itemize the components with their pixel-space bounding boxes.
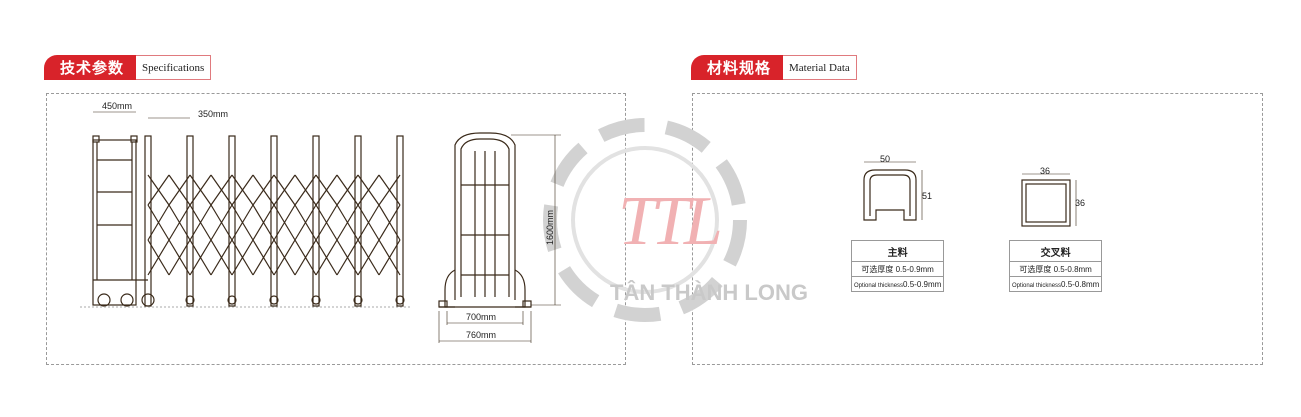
scissor-member	[168, 204, 191, 241]
main-profile-name: 主料	[850, 240, 945, 262]
scissor-member	[336, 174, 359, 206]
scissor-member	[147, 204, 170, 241]
watermark-company-name: TÂN THÀNH LONG	[610, 280, 808, 305]
scissor-member	[357, 174, 380, 206]
scissor-member	[378, 174, 401, 206]
cross-profile-width: 36	[1040, 166, 1051, 176]
dim-700mm: 700mm	[466, 312, 497, 322]
main-profile-thickness-cn: 可选厚度 0.5-0.9mm	[850, 261, 945, 277]
scissor-member	[294, 204, 317, 241]
gate-side-view-drawing	[438, 132, 561, 343]
gate-post	[396, 135, 404, 307]
scissor-member	[336, 204, 359, 241]
gate-wheel	[269, 295, 279, 305]
gate-wheel	[311, 295, 321, 305]
scissor-member	[189, 239, 212, 276]
scissor-member	[210, 239, 233, 276]
scissor-member	[294, 174, 317, 206]
gate-post	[270, 135, 278, 307]
specifications-title-en: Specifications	[136, 55, 212, 80]
scissor-member	[231, 174, 254, 206]
scissor-member	[231, 239, 254, 276]
dim-450mm: 450mm	[102, 101, 133, 111]
gate-wheel	[185, 295, 195, 305]
scissor-member	[273, 174, 296, 206]
scissor-member	[294, 239, 317, 276]
scissor-member	[210, 174, 233, 206]
main-profile-thickness-en: Optional thickness0.5-0.9mm	[850, 276, 945, 292]
scissor-member	[189, 174, 212, 206]
scissor-member	[315, 239, 338, 276]
scissor-member	[273, 239, 296, 276]
scissor-member	[357, 239, 380, 276]
scissor-member	[315, 204, 338, 241]
scissor-member	[315, 174, 338, 206]
scissor-member	[168, 174, 191, 206]
material-data-title-cn: 材料规格	[691, 55, 784, 80]
gate-post	[354, 135, 362, 307]
main-profile-height: 51	[922, 191, 933, 201]
cross-profile-height: 36	[1075, 198, 1086, 208]
material-data-panel	[692, 93, 1263, 365]
gate-post	[186, 135, 194, 307]
scissor-member	[357, 204, 380, 241]
scissor-member	[252, 174, 275, 206]
scissor-member	[378, 239, 401, 276]
watermark-logo-text: TTL	[618, 183, 723, 260]
cross-profile-thickness-cn: 可选厚度 0.5-0.8mm	[1008, 261, 1103, 277]
material-data-header: 材料规格 Material Data	[691, 55, 857, 80]
specifications-panel	[46, 93, 626, 365]
scissor-member	[189, 204, 212, 241]
cross-profile-drawing	[1021, 173, 1077, 227]
scissor-member	[378, 204, 401, 241]
scissor-member	[231, 204, 254, 241]
gate-post	[312, 135, 320, 307]
gate-wheel	[227, 295, 237, 305]
main-profile-width: 50	[880, 154, 891, 164]
material-data-title-en: Material Data	[783, 55, 857, 80]
cross-profile-name: 交叉料	[1008, 240, 1103, 262]
gate-post	[144, 135, 152, 307]
scissor-member	[147, 174, 170, 206]
scissor-member	[273, 204, 296, 241]
gate-wheel	[353, 295, 363, 305]
watermark-gear-logo	[543, 118, 747, 322]
scissor-member	[336, 239, 359, 276]
gate-post	[228, 135, 236, 307]
gate-wheel	[395, 295, 405, 305]
dim-1600mm: 1600mm	[545, 209, 555, 245]
scissor-member	[252, 239, 275, 276]
cross-profile-thickness-en: Optional thickness0.5-0.8mm	[1008, 276, 1103, 292]
main-profile-drawing	[863, 161, 923, 221]
scissor-member	[168, 239, 191, 276]
scissor-member	[210, 204, 233, 241]
cross-profile-table: 交叉料 可选厚度 0.5-0.8mm Optional thickness0.5…	[1008, 240, 1103, 292]
main-profile-table: 主料 可选厚度 0.5-0.9mm Optional thickness0.5-…	[850, 240, 945, 292]
specifications-header: 技术参数 Specifications	[44, 55, 212, 80]
dim-760mm: 760mm	[466, 330, 497, 340]
dim-350mm: 350mm	[198, 109, 229, 119]
scissor-member	[147, 239, 170, 276]
scissor-member	[252, 204, 275, 241]
gate-front-view-drawing	[80, 111, 410, 308]
specifications-title-cn: 技术参数	[44, 55, 137, 80]
